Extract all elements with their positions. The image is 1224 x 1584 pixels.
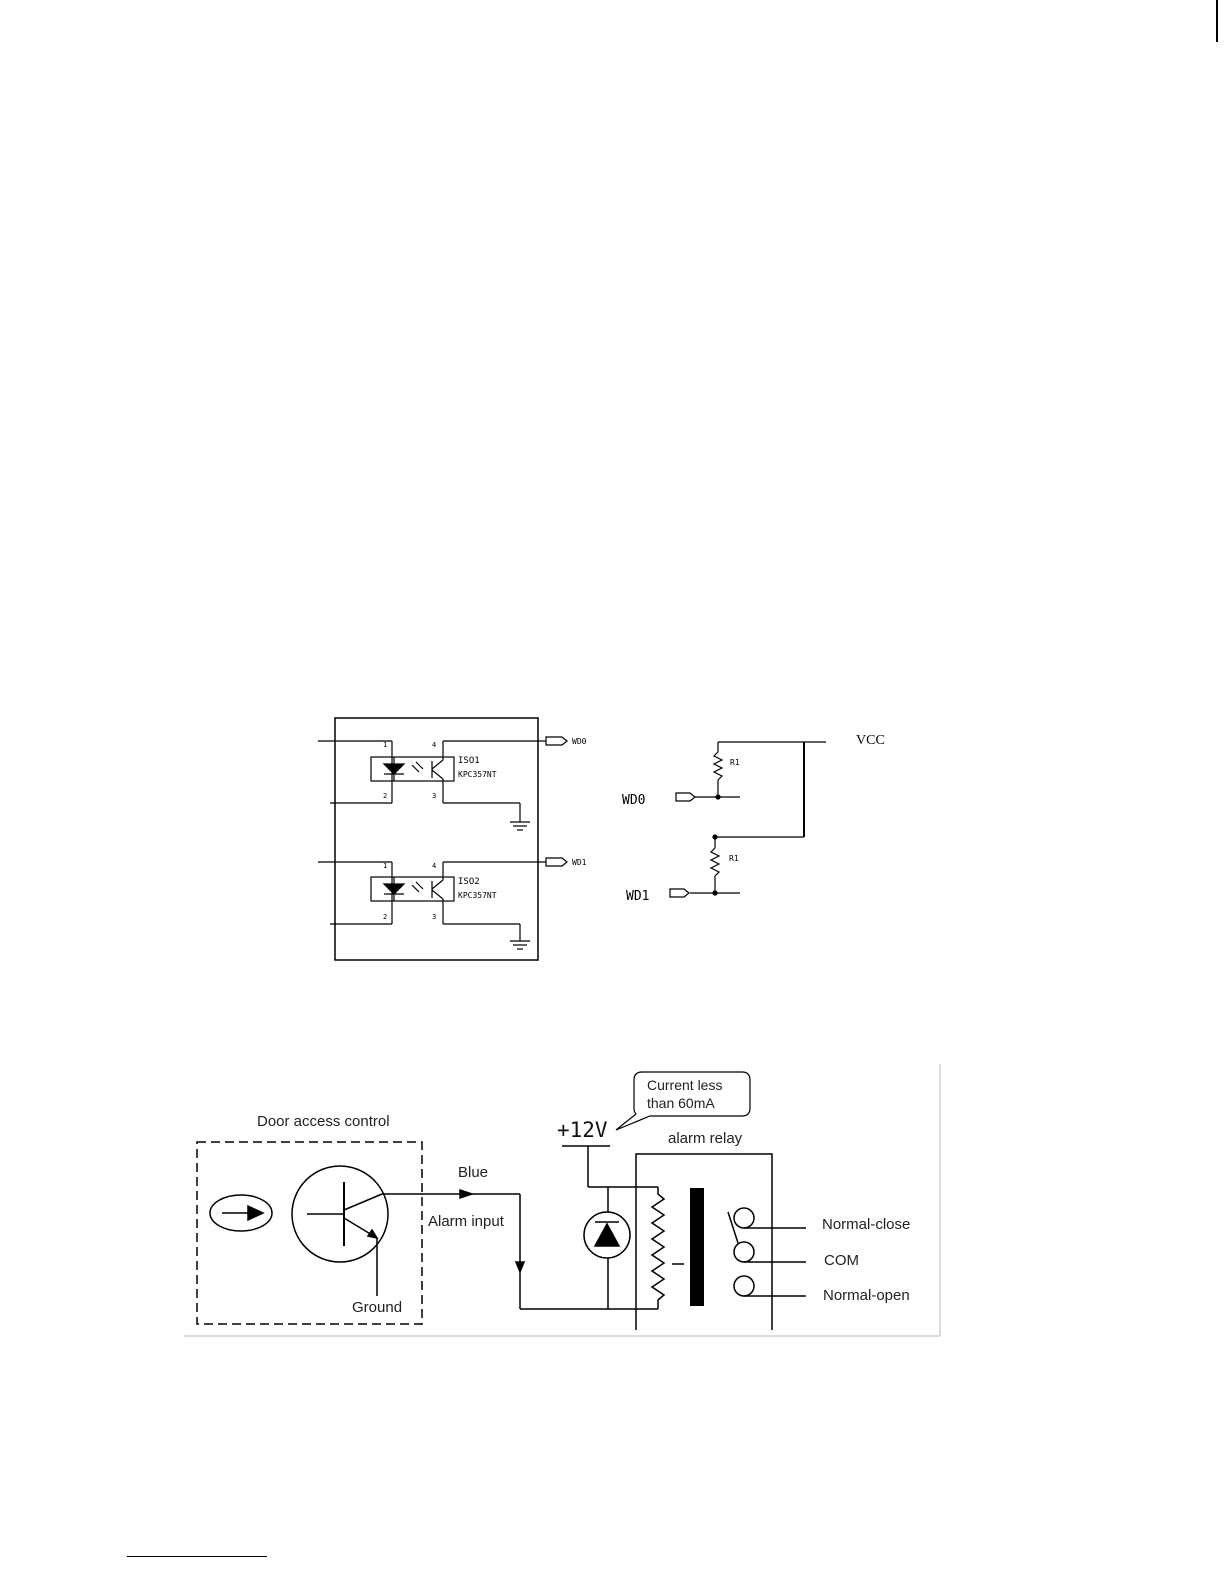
resistor-top-label: R1 [730, 758, 740, 767]
iso2-part-number: KPC357NT [458, 891, 497, 900]
iso2-label: ISO2 [458, 877, 480, 887]
alarm-input-label: Alarm input [428, 1213, 505, 1230]
resistor-bottom-label: R1 [729, 854, 739, 863]
port-label-bottom: WD1 [572, 858, 587, 867]
iso2-pin-3: 3 [432, 913, 436, 921]
alarm-wiring-diagram: Door access control Blue Alarm input Gro… [184, 1064, 940, 1336]
vcc-label: VCC [856, 733, 885, 748]
relay-armature [690, 1188, 704, 1306]
iso2-pin-4: 4 [432, 862, 436, 870]
com-label: COM [824, 1252, 859, 1269]
iso1-label: ISO1 [458, 756, 480, 766]
iso2-pin-1: 1 [383, 862, 387, 870]
contact-com [734, 1242, 754, 1262]
iso1-pin-1: 1 [383, 741, 387, 749]
callout-line-2: than 60mA [647, 1095, 715, 1111]
optocoupler-iso1 [318, 737, 567, 830]
contact-normal-close [734, 1208, 754, 1228]
footnote-separator [127, 1556, 267, 1557]
iso1-pin-3: 3 [432, 792, 436, 800]
wd1-label: WD1 [626, 889, 649, 904]
optocoupler-iso2 [318, 858, 567, 949]
iso1-pin-2: 2 [383, 792, 387, 800]
supply-voltage-label: +12V [557, 1118, 608, 1142]
iso1-pin-4: 4 [432, 741, 436, 749]
optocoupler-schematic [318, 718, 826, 960]
alarm-relay-label: alarm relay [668, 1130, 743, 1147]
pullup-resistor-network [670, 742, 826, 897]
blue-wire-label: Blue [458, 1164, 488, 1181]
port-label-top: WD0 [572, 737, 587, 746]
optocoupler-labels: ISO1 KPC357NT ISO2 KPC357NT 1 2 4 3 1 2 … [383, 733, 885, 921]
contact-normal-open [734, 1276, 754, 1296]
normal-close-label: Normal-close [822, 1216, 910, 1233]
ground-label: Ground [352, 1299, 402, 1316]
door-access-control-box [197, 1142, 422, 1324]
relay-coil [652, 1187, 664, 1309]
iso1-part-number: KPC357NT [458, 770, 497, 779]
normal-open-label: Normal-open [823, 1287, 910, 1304]
iso2-pin-2: 2 [383, 913, 387, 921]
wd0-label: WD0 [622, 793, 645, 808]
door-access-control-label: Door access control [257, 1113, 390, 1130]
callout-line-1: Current less [647, 1077, 722, 1093]
